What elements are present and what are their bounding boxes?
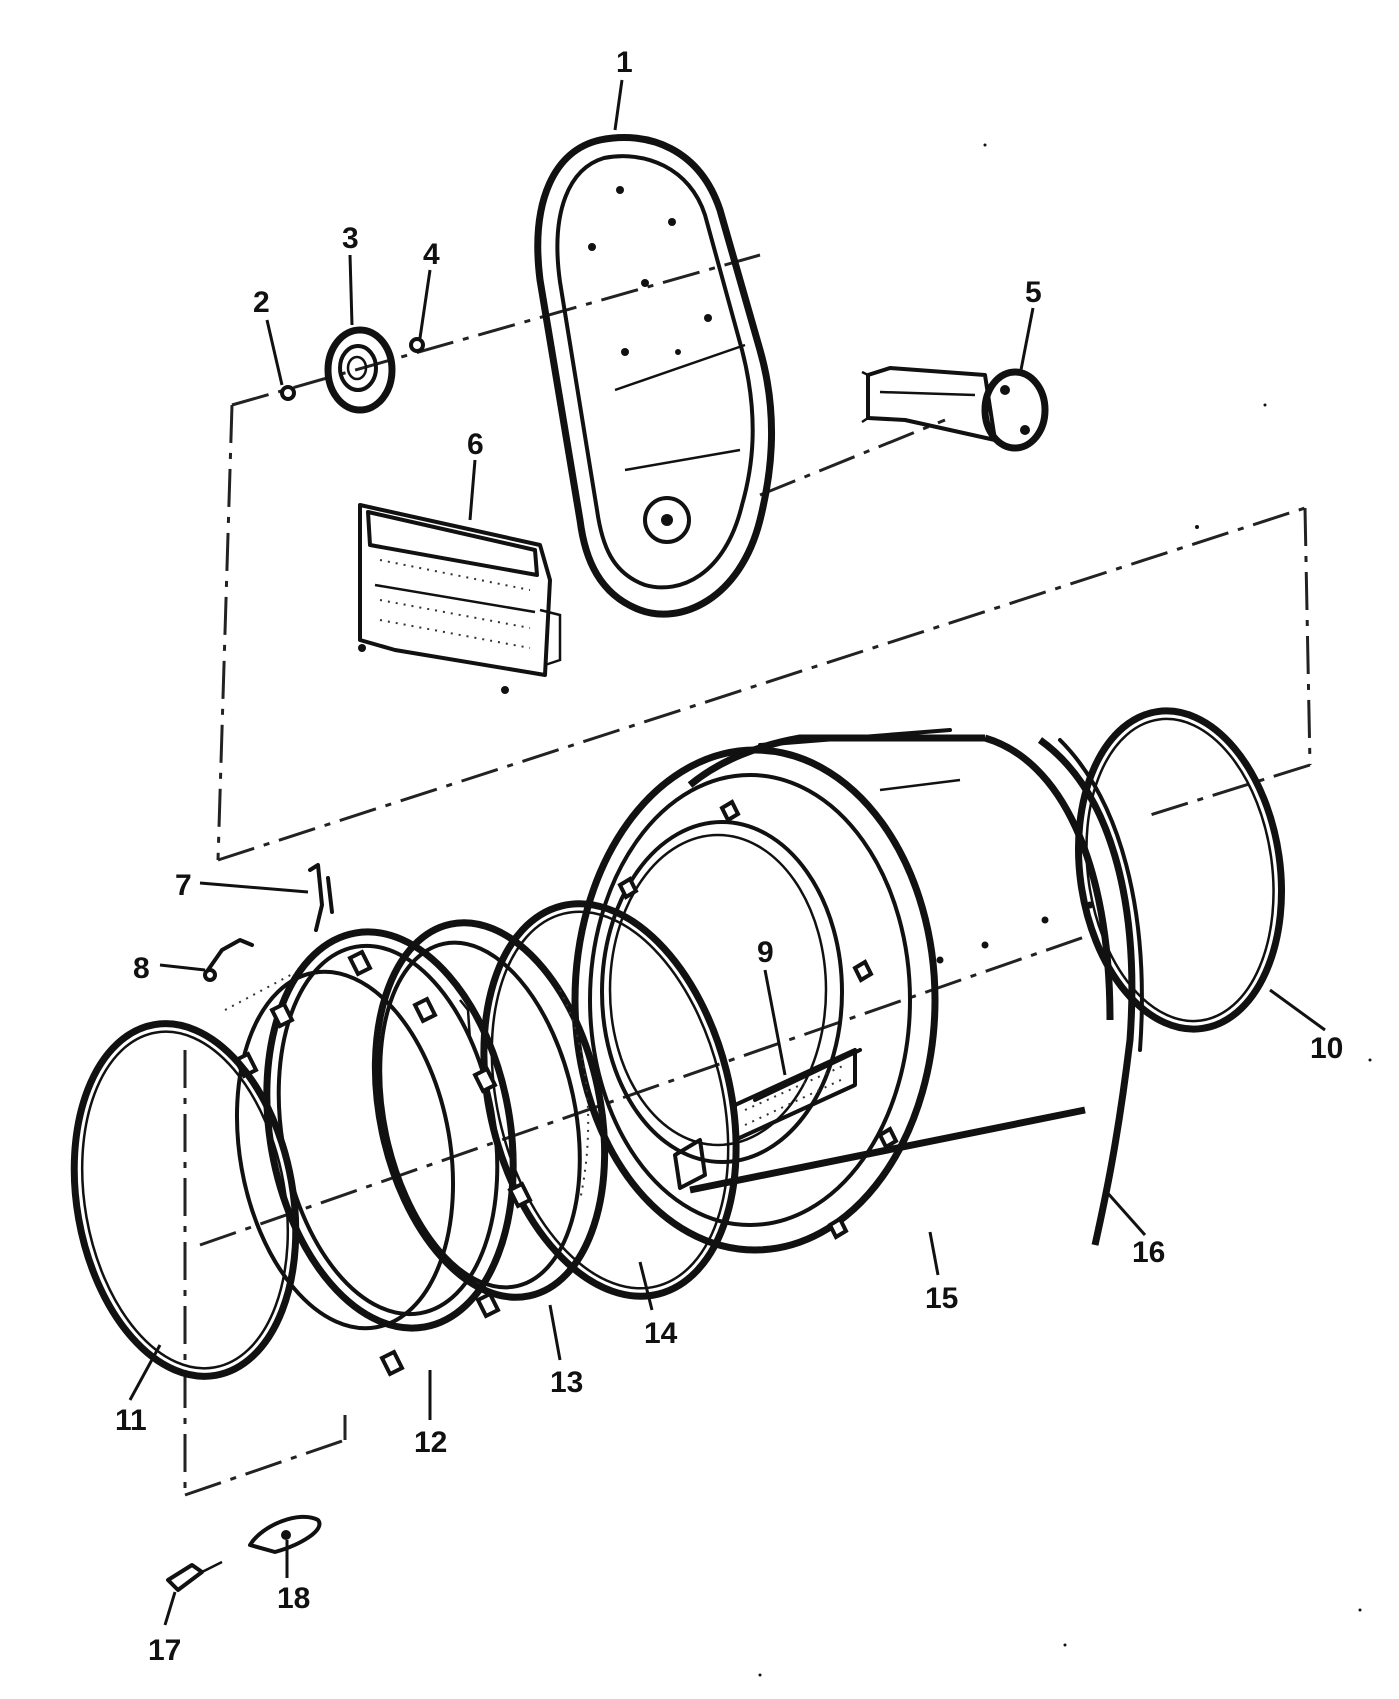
callouts: 1 2 3 4 5 6 7 8 9 10 11 12 13 14 15 16 1…: [115, 46, 1343, 1667]
part-8-spring-clip: [203, 938, 254, 982]
print-specks: [758, 143, 1372, 1677]
callout-9: 9: [757, 936, 774, 969]
callout-14: 14: [644, 1317, 678, 1350]
part-9-baffle: [753, 1048, 862, 1102]
part-4-screw: [409, 337, 425, 353]
part-6-lint-filter: [358, 503, 562, 694]
callout-6: 6: [467, 428, 484, 461]
callout-2: 2: [253, 286, 270, 319]
part-15-drum: [571, 728, 1114, 1254]
callout-15: 15: [925, 1282, 958, 1315]
callout-13: 13: [550, 1366, 583, 1399]
part-17-glide: [166, 1560, 223, 1592]
part-13-front-bulkhead: [371, 919, 609, 1301]
callout-12: 12: [414, 1426, 447, 1459]
part-11-front-ring: [70, 1020, 300, 1380]
callout-17: 17: [148, 1634, 181, 1667]
callout-8: 8: [133, 952, 150, 985]
part-3-bearing: [324, 326, 396, 414]
part-5-bearing-bracket: [861, 366, 1049, 452]
part-12-bulkhead-ring: [233, 928, 533, 1377]
callout-11: 11: [115, 1404, 147, 1437]
callout-7: 7: [175, 869, 192, 902]
part-10-rear-seal: [1075, 707, 1285, 1033]
part-7-clip: [308, 863, 334, 932]
part-2-ball: [280, 385, 296, 401]
leader-lines: [128, 79, 1326, 1626]
callout-18: 18: [277, 1582, 310, 1615]
callout-5: 5: [1025, 276, 1042, 309]
callout-10: 10: [1310, 1032, 1343, 1065]
callout-16: 16: [1132, 1236, 1165, 1269]
callout-1: 1: [616, 46, 633, 79]
part-18-bearing-pad: [248, 1514, 322, 1554]
callout-3: 3: [342, 222, 359, 255]
callout-4: 4: [423, 238, 440, 271]
part-1-rear-bulkhead: [534, 134, 776, 618]
assembly-centerlines: [183, 253, 1312, 1497]
